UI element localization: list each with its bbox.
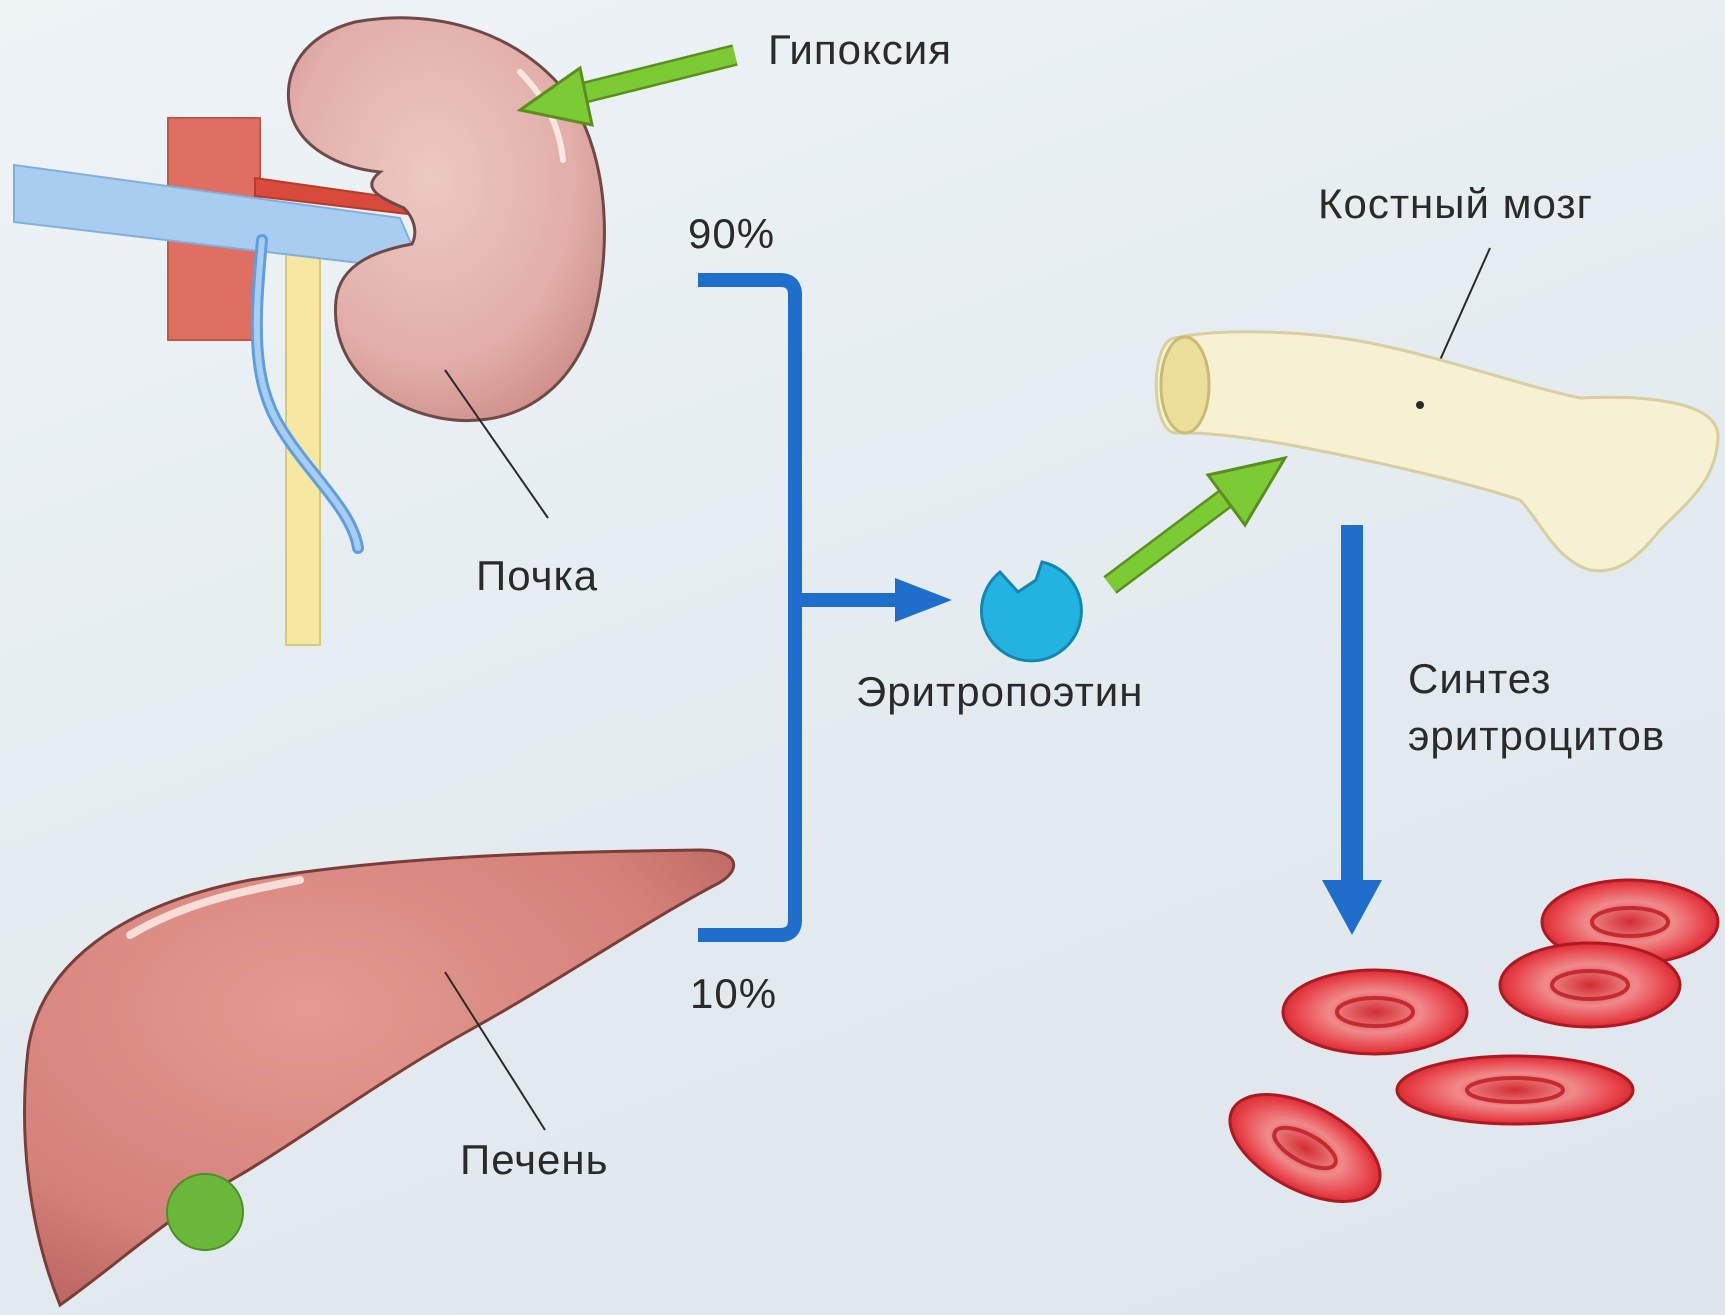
bone-icon	[1156, 332, 1718, 571]
bone-marrow-dot	[1416, 401, 1424, 409]
flow-bracket	[698, 280, 952, 935]
synthesis-label-line2: эритроцитов	[1408, 712, 1665, 760]
synthesis-arrow	[1322, 525, 1382, 935]
erythrocyte-icon	[1213, 1072, 1397, 1223]
bone-marrow-label: Костный мозг	[1318, 180, 1593, 228]
kidney-label: Почка	[476, 552, 598, 600]
erythrocyte-icon	[1397, 1056, 1633, 1124]
erythrocytes	[1213, 880, 1718, 1224]
hypoxia-label: Гипоксия	[768, 26, 952, 74]
erythrocyte-icon	[1500, 943, 1680, 1027]
liver-icon	[25, 850, 734, 1305]
synthesis-label-line1: Синтез	[1408, 655, 1551, 703]
gallbladder-icon	[167, 1174, 243, 1250]
erythropoietin-icon	[981, 562, 1081, 661]
percent-kidney-label: 90%	[688, 210, 775, 258]
epo-to-bone-arrow	[1110, 458, 1285, 585]
percent-liver-label: 10%	[690, 970, 777, 1018]
bone-marrow-cavity	[1161, 337, 1209, 433]
erythropoietin-label: Эритропоэтин	[856, 668, 1143, 716]
hypoxia-arrow	[520, 55, 735, 125]
kidney-vessels	[14, 118, 412, 645]
liver-label: Печень	[460, 1136, 608, 1184]
erythrocyte-icon	[1283, 970, 1467, 1054]
